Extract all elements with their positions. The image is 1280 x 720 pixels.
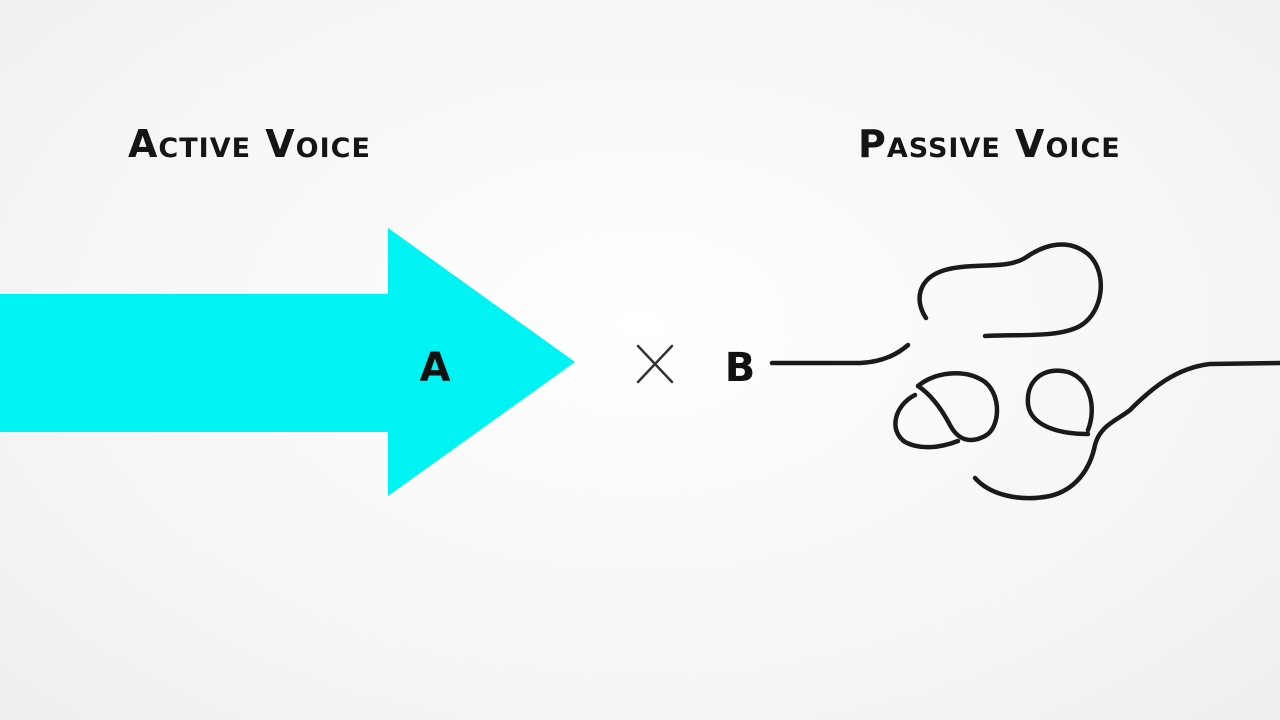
active-voice-heading: Active Voice	[128, 122, 371, 166]
tangled-line	[769, 242, 1280, 501]
passive-voice-heading: Passive Voice	[858, 122, 1121, 166]
active-arrow	[0, 228, 575, 496]
subject-letter-a: A	[420, 345, 451, 391]
multiply-icon	[636, 344, 674, 384]
object-letter-b: B	[725, 345, 756, 391]
